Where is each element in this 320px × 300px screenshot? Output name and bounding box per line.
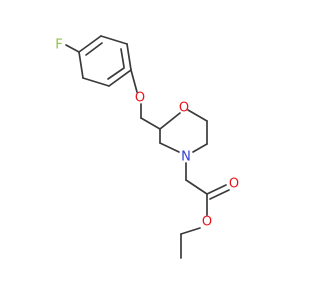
bond-aryl-o (130, 69, 138, 93)
bond-ch2-c2 (140, 117, 161, 130)
bond-layer (65, 35, 230, 259)
molecule-structure-diagram: F O O N O O (55, 35, 239, 259)
bond-ch2-carbonyl (185, 179, 208, 195)
atom-morpholine-nitrogen-label: N (181, 150, 191, 165)
bond-c-f (65, 44, 80, 53)
bond-ring-c1-c2 (78, 35, 102, 53)
bond-morph-o-c6 (187, 109, 208, 122)
atom-ether-oxygen-label: O (135, 91, 145, 106)
bond-ring-inner-2 (107, 67, 125, 80)
bond-ring-c4-c5 (108, 69, 132, 87)
bond-ring-c5-c6 (82, 77, 110, 87)
bond-ring-inner-3 (120, 48, 125, 68)
atom-carbonyl-oxygen-label: O (229, 177, 239, 192)
bond-ring-c6-c1 (78, 51, 84, 79)
atom-label-layer: F O O N O O (55, 38, 239, 230)
atom-ester-oxygen-label: O (202, 215, 212, 230)
bond-ring-c2-c3 (100, 35, 128, 45)
bond-ring-c3-c4 (126, 43, 132, 71)
bond-o-ethyl (180, 227, 201, 235)
bond-morph-n-c3 (159, 142, 180, 153)
bond-ring-inner-1 (85, 42, 103, 56)
atom-morpholine-oxygen-label: O (179, 101, 189, 116)
bond-c-o-double-b (209, 189, 230, 200)
bond-c-o-double-a (206, 184, 227, 195)
bond-morph-c2-o (159, 112, 181, 130)
atom-fluorine-label: F (55, 38, 62, 53)
bond-morph-c5-n (192, 143, 208, 153)
